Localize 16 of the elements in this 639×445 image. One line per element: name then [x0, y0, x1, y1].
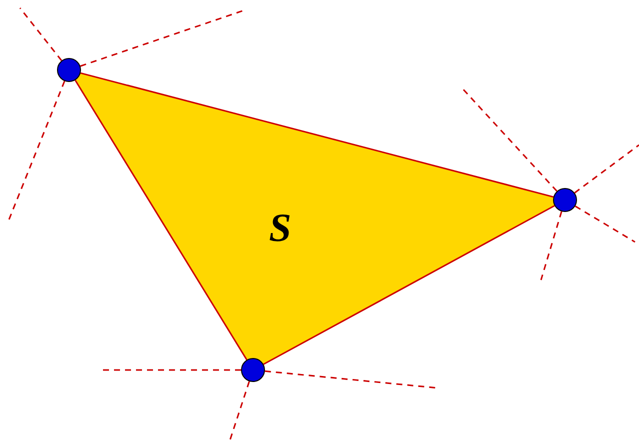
dashed-line — [80, 9, 246, 67]
dashed-line — [7, 80, 66, 222]
dashed-line — [574, 206, 636, 243]
edge-line — [263, 205, 555, 365]
vertex-dot — [57, 58, 81, 82]
edge-line — [74, 80, 248, 360]
dashed-line — [574, 144, 639, 194]
dashed-line — [100, 369, 241, 371]
dashed-line — [229, 381, 250, 440]
edge-line — [80, 72, 554, 198]
dashed-line — [19, 8, 62, 62]
region-label: S — [269, 208, 292, 248]
vertex-dot — [553, 188, 577, 212]
dashed-line — [540, 211, 562, 280]
dashed-line — [461, 88, 558, 192]
vertex-dot — [241, 358, 265, 382]
